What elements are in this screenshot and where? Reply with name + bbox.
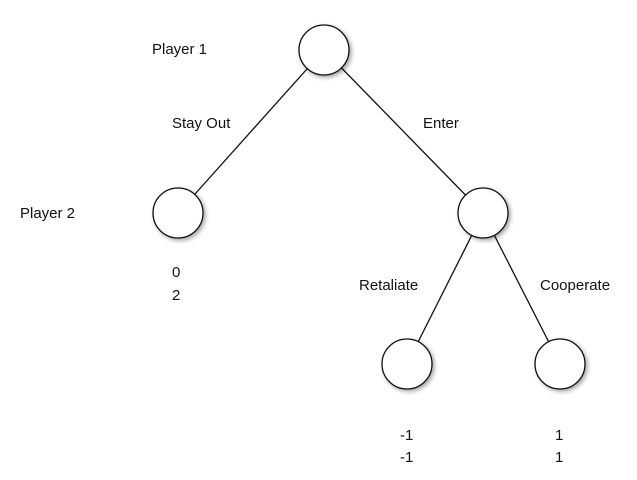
action-stay-out-label: Stay Out: [172, 115, 231, 132]
payoff-stay-out-p2: 2: [172, 287, 180, 304]
node-stay-out-player2: [152, 187, 204, 239]
payoff-retaliate-p1: -1: [400, 427, 413, 444]
payoff-retaliate-p2: -1: [400, 449, 413, 466]
payoff-cooperate-p1: 1: [555, 427, 563, 444]
edge-stay-out: [177, 49, 325, 214]
action-enter-label: Enter: [423, 115, 459, 132]
player1-label: Player 1: [152, 41, 207, 58]
node-root-player1: [298, 24, 350, 76]
payoff-cooperate-p2: 1: [555, 449, 563, 466]
player2-label: Player 2: [20, 205, 75, 222]
edge-enter: [323, 49, 484, 214]
node-retaliate-terminal: [381, 338, 433, 390]
node-enter-player2: [457, 187, 509, 239]
edge-cooperate: [482, 212, 561, 365]
node-cooperate-terminal: [534, 338, 586, 390]
action-cooperate-label: Cooperate: [540, 277, 610, 294]
action-retaliate-label: Retaliate: [359, 277, 418, 294]
payoff-stay-out-p1: 0: [172, 264, 180, 281]
edge-retaliate: [406, 212, 484, 365]
